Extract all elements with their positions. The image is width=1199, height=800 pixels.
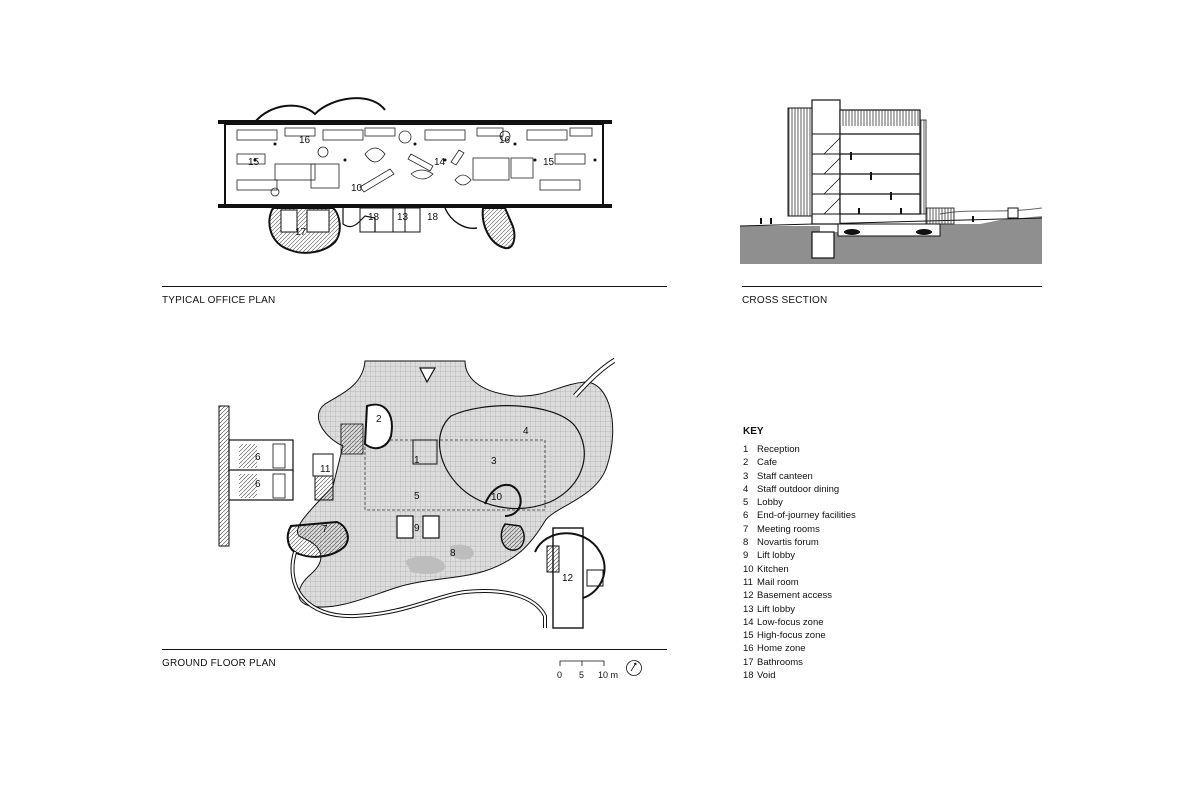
cross-section-rule: [742, 286, 1042, 287]
key-item-label: Cafe: [757, 457, 778, 469]
key-item-number: 3: [743, 470, 749, 482]
ground-label-2: 2: [376, 414, 382, 425]
legend-key: KEY 1 Reception 2 Cafe 3 Staff canteen 4 Staff …: [743, 426, 933, 682]
key-item-number: 16: [743, 643, 754, 655]
office-label-15a: 15: [248, 157, 260, 168]
key-item-label: Kitchen: [757, 563, 789, 575]
key-item-label: Home zone: [757, 643, 806, 655]
ground-label-10: 10: [491, 492, 503, 503]
key-item: 3 Staff canteen: [743, 470, 933, 483]
key-item-label: Novartis forum: [757, 537, 819, 549]
key-item: 11 Mail room: [743, 576, 933, 589]
key-item-number: 15: [743, 630, 754, 642]
key-item: 5 Lobby: [743, 496, 933, 509]
key-item: 1 Reception: [743, 443, 933, 456]
key-item-number: 18: [743, 670, 754, 682]
typical-office-plan-drawing: 16 15 14 16 15 10 17 18 13 18: [218, 97, 612, 254]
key-item-label: Bathrooms: [757, 656, 803, 668]
key-item-label: End-of-journey facilities: [757, 510, 856, 522]
key-item-label: Low-focus zone: [757, 616, 824, 628]
ground-floor-plan-caption: GROUND FLOOR PLAN: [162, 658, 276, 669]
key-item-label: Void: [757, 670, 776, 682]
ground-label-9: 9: [414, 523, 420, 534]
key-item-number: 6: [743, 510, 749, 522]
scale-label-10m: 10 m: [598, 670, 619, 680]
ground-label-1: 1: [414, 455, 420, 466]
key-item-label: Reception: [757, 444, 800, 455]
ground-plan-rule: [162, 649, 667, 650]
key-item-number: 1: [743, 444, 749, 455]
key-item: 4 Staff outdoor dining: [743, 483, 933, 496]
ground-label-6b: 6: [255, 479, 261, 490]
key-item: 2 Cafe: [743, 456, 933, 469]
scale-bar: 0 5 10 m: [556, 658, 626, 682]
key-item-label: High-focus zone: [757, 630, 826, 642]
office-label-10: 10: [351, 183, 363, 194]
key-item-label: Lift lobby: [757, 603, 796, 615]
key-item-label: Staff canteen: [757, 470, 813, 482]
office-label-15b: 15: [543, 157, 555, 168]
office-label-14: 14: [434, 157, 446, 168]
key-item-number: 7: [743, 523, 749, 535]
scale-label-0: 0: [557, 670, 563, 680]
ground-label-12: 12: [562, 573, 574, 584]
key-title: KEY: [743, 426, 764, 437]
ground-label-7: 7: [322, 524, 328, 535]
key-item-number: 13: [743, 603, 754, 615]
key-item-label: Lift lobby: [757, 550, 796, 562]
key-item-label: Meeting rooms: [757, 523, 820, 535]
key-item-number: 11: [743, 576, 753, 588]
key-item-number: 2: [743, 457, 749, 469]
office-label-18b: 18: [427, 212, 439, 223]
key-item: 8 Novartis forum: [743, 536, 933, 549]
typical-office-plan-caption: TYPICAL OFFICE PLAN: [162, 295, 276, 306]
office-label-16b: 16: [499, 135, 511, 146]
key-item-label: Basement access: [757, 590, 832, 602]
ground-label-8: 8: [450, 548, 456, 559]
key-item-number: 5: [743, 497, 749, 509]
key-item-number: 8: [743, 537, 749, 549]
key-item-number: 10: [743, 563, 754, 575]
key-item-number: 12: [743, 590, 754, 602]
key-item-number: 17: [743, 656, 754, 668]
cross-section-caption: CROSS SECTION: [742, 295, 828, 306]
ground-label-3: 3: [491, 456, 497, 467]
key-item: 7 Meeting rooms: [743, 523, 933, 536]
key-item-label: Mail room: [757, 576, 799, 588]
office-label-18a: 18: [368, 212, 380, 223]
office-plan-rule: [162, 286, 667, 287]
key-item-number: 14: [743, 616, 754, 628]
key-item-number: 4: [743, 483, 749, 495]
office-label-16a: 16: [299, 135, 311, 146]
office-label-13: 13: [397, 212, 409, 223]
ground-floor-plan-drawing: 2 4 6 6 11 1 3 5 10 7 9 8 12: [218, 357, 615, 629]
key-item: 9 Lift lobby: [743, 549, 933, 562]
ground-label-4: 4: [523, 426, 529, 437]
north-arrow-icon: [626, 660, 642, 676]
key-list: 1 Reception 2 Cafe 3 Staff canteen 4 Staff outd…: [743, 443, 933, 682]
ground-label-5: 5: [414, 491, 420, 502]
ground-label-6a: 6: [255, 452, 261, 463]
key-item-label: Staff outdoor dining: [757, 483, 840, 495]
office-label-17: 17: [295, 227, 307, 238]
cross-section-drawing: [740, 99, 1042, 264]
ground-label-11: 11: [320, 464, 331, 475]
key-item-number: 9: [743, 550, 749, 562]
key-item: 6 End-of-journey facilities: [743, 509, 933, 522]
key-item-label: Lobby: [757, 497, 783, 509]
scale-label-5: 5: [579, 670, 585, 680]
